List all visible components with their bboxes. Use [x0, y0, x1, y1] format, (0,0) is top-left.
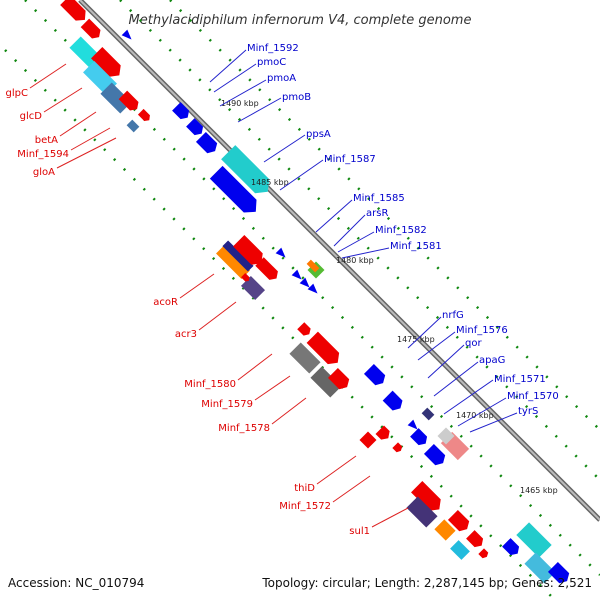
gene-ppsA[interactable]: [209, 165, 262, 218]
gene-glpC[interactable]: [60, 0, 90, 25]
gene-1465-cyan[interactable]: [516, 522, 552, 558]
label-glcD[interactable]: glcD: [20, 111, 43, 122]
gene-acoR-orange[interactable]: [216, 245, 250, 279]
gene-Minf_1579[interactable]: [289, 342, 321, 374]
gene-unnamed-1[interactable]: [80, 18, 104, 42]
tick-1475: 1475 kbp: [397, 335, 435, 344]
gene-arsR[interactable]: [291, 269, 305, 283]
gene-sul1-red2[interactable]: [466, 530, 486, 550]
gene-sul1-orange[interactable]: [434, 519, 456, 541]
gene-betA-red[interactable]: [118, 90, 142, 114]
gene-gloA[interactable]: [126, 119, 140, 133]
gene-sul1[interactable]: [411, 481, 445, 515]
gene-Minf_1580[interactable]: [306, 331, 344, 369]
dotted-track-inner-forward: [119, 0, 600, 481]
forward-strand-genes: [121, 29, 572, 586]
label-glpC[interactable]: glpC: [6, 88, 28, 99]
gene-pmoB[interactable]: [195, 131, 220, 156]
gene-sul1-cyan[interactable]: [450, 540, 470, 560]
gene-Minf_1594[interactable]: [137, 108, 152, 123]
gene-Minf_1570[interactable]: [423, 443, 448, 468]
gene-sul1-navy[interactable]: [406, 496, 438, 528]
gene-thiD-2[interactable]: [375, 425, 393, 443]
gene-sul1-red3[interactable]: [478, 548, 489, 559]
label-Minf_1580[interactable]: Minf_1580: [184, 379, 236, 390]
label-Minf_1585[interactable]: Minf_1585: [353, 193, 405, 204]
label-Minf_1576[interactable]: Minf_1576: [456, 325, 508, 336]
label-acr3[interactable]: acr3: [175, 329, 197, 340]
gene-Minf_1580-head[interactable]: [297, 322, 313, 338]
label-Minf_1571[interactable]: Minf_1571: [494, 374, 546, 385]
gene-acoR[interactable]: [233, 235, 267, 269]
tick-1485: 1485 kbp: [251, 178, 289, 187]
label-ppsA[interactable]: ppsA: [306, 129, 331, 140]
label-thiD[interactable]: thiD: [294, 483, 315, 494]
gene-acoR-navy[interactable]: [222, 240, 254, 272]
tick-1465: 1465 kbp: [520, 486, 558, 495]
reverse-gene-labels: glpC glcD betA Minf_1594 gloA acoR acr3 …: [6, 88, 370, 537]
gene-acoR-2[interactable]: [255, 257, 280, 282]
gene-Minf_1571[interactable]: [410, 428, 430, 448]
gene-Minf_1578[interactable]: [310, 366, 342, 398]
gene-Minf_1576[interactable]: [382, 390, 406, 414]
reverse-leaders: [29, 63, 409, 528]
gene-Minf_1585-orange[interactable]: [306, 259, 320, 273]
label-gloA[interactable]: gloA: [33, 167, 55, 178]
label-pmoA[interactable]: pmoA: [267, 73, 296, 84]
tick-1480: 1480 kbp: [336, 256, 374, 265]
gene-1465-blue2[interactable]: [547, 561, 572, 586]
label-acoR[interactable]: acoR: [153, 297, 178, 308]
label-Minf_1594[interactable]: Minf_1594: [17, 149, 69, 160]
label-sul1[interactable]: sul1: [349, 526, 370, 537]
gene-Minf_1587[interactable]: [275, 247, 289, 261]
genome-backbone-highlight: [79, 0, 600, 521]
label-nrfG[interactable]: nrfG: [442, 310, 464, 321]
forward-gene-labels: Minf_1592 pmoC pmoA pmoB ppsA Minf_1587 …: [247, 43, 559, 417]
gene-nrfG[interactable]: [363, 363, 388, 388]
gene-1465-cyan2[interactable]: [524, 552, 556, 584]
gene-qor[interactable]: [421, 407, 435, 421]
accession-text: Accession: NC_010794: [8, 576, 144, 590]
label-Minf_1592[interactable]: Minf_1592: [247, 43, 299, 54]
gene-Minf_1572[interactable]: [392, 442, 403, 453]
tick-1490: 1490 kbp: [221, 99, 259, 108]
gene-betA[interactable]: [100, 82, 132, 114]
label-betA[interactable]: betA: [35, 135, 58, 146]
gene-1465-blue[interactable]: [502, 538, 522, 558]
gene-apaG[interactable]: [407, 419, 421, 433]
label-pmoB[interactable]: pmoB: [282, 92, 311, 103]
gene-Minf_1581[interactable]: [307, 283, 321, 297]
gene-ppsA-teal[interactable]: [221, 145, 275, 199]
gene-Minf_1592[interactable]: [121, 29, 135, 43]
gene-thiD[interactable]: [359, 431, 377, 449]
label-Minf_1581[interactable]: Minf_1581: [390, 241, 442, 252]
gene-glcD[interactable]: [91, 47, 125, 81]
tick-1470: 1470 kbp: [456, 411, 494, 420]
label-Minf_1587[interactable]: Minf_1587: [324, 154, 376, 165]
label-Minf_1572[interactable]: Minf_1572: [279, 501, 331, 512]
label-Minf_1579[interactable]: Minf_1579: [201, 399, 253, 410]
genome-title: Methylacidiphilum infernorum V4, complet…: [129, 13, 472, 28]
gene-Minf_1582[interactable]: [299, 277, 313, 291]
label-Minf_1570[interactable]: Minf_1570: [507, 391, 559, 402]
gene-sul1-red[interactable]: [447, 509, 472, 534]
label-tyrS[interactable]: tyrS: [518, 406, 538, 417]
label-pmoC[interactable]: pmoC: [257, 57, 286, 68]
label-qor[interactable]: qor: [465, 338, 482, 349]
label-Minf_1578[interactable]: Minf_1578: [218, 423, 270, 434]
forward-leaders: [209, 49, 518, 433]
gene-acr3[interactable]: [240, 275, 266, 301]
gene-Minf_1578-red[interactable]: [327, 367, 352, 392]
label-Minf_1582[interactable]: Minf_1582: [375, 225, 427, 236]
label-apaG[interactable]: apaG: [479, 355, 505, 366]
topology-text: Topology: circular; Length: 2,287,145 bp…: [261, 576, 592, 590]
label-arsR[interactable]: arsR: [366, 208, 388, 219]
kbp-ticks: 1490 kbp 1485 kbp 1480 kbp 1475 kbp 1470…: [221, 99, 558, 495]
